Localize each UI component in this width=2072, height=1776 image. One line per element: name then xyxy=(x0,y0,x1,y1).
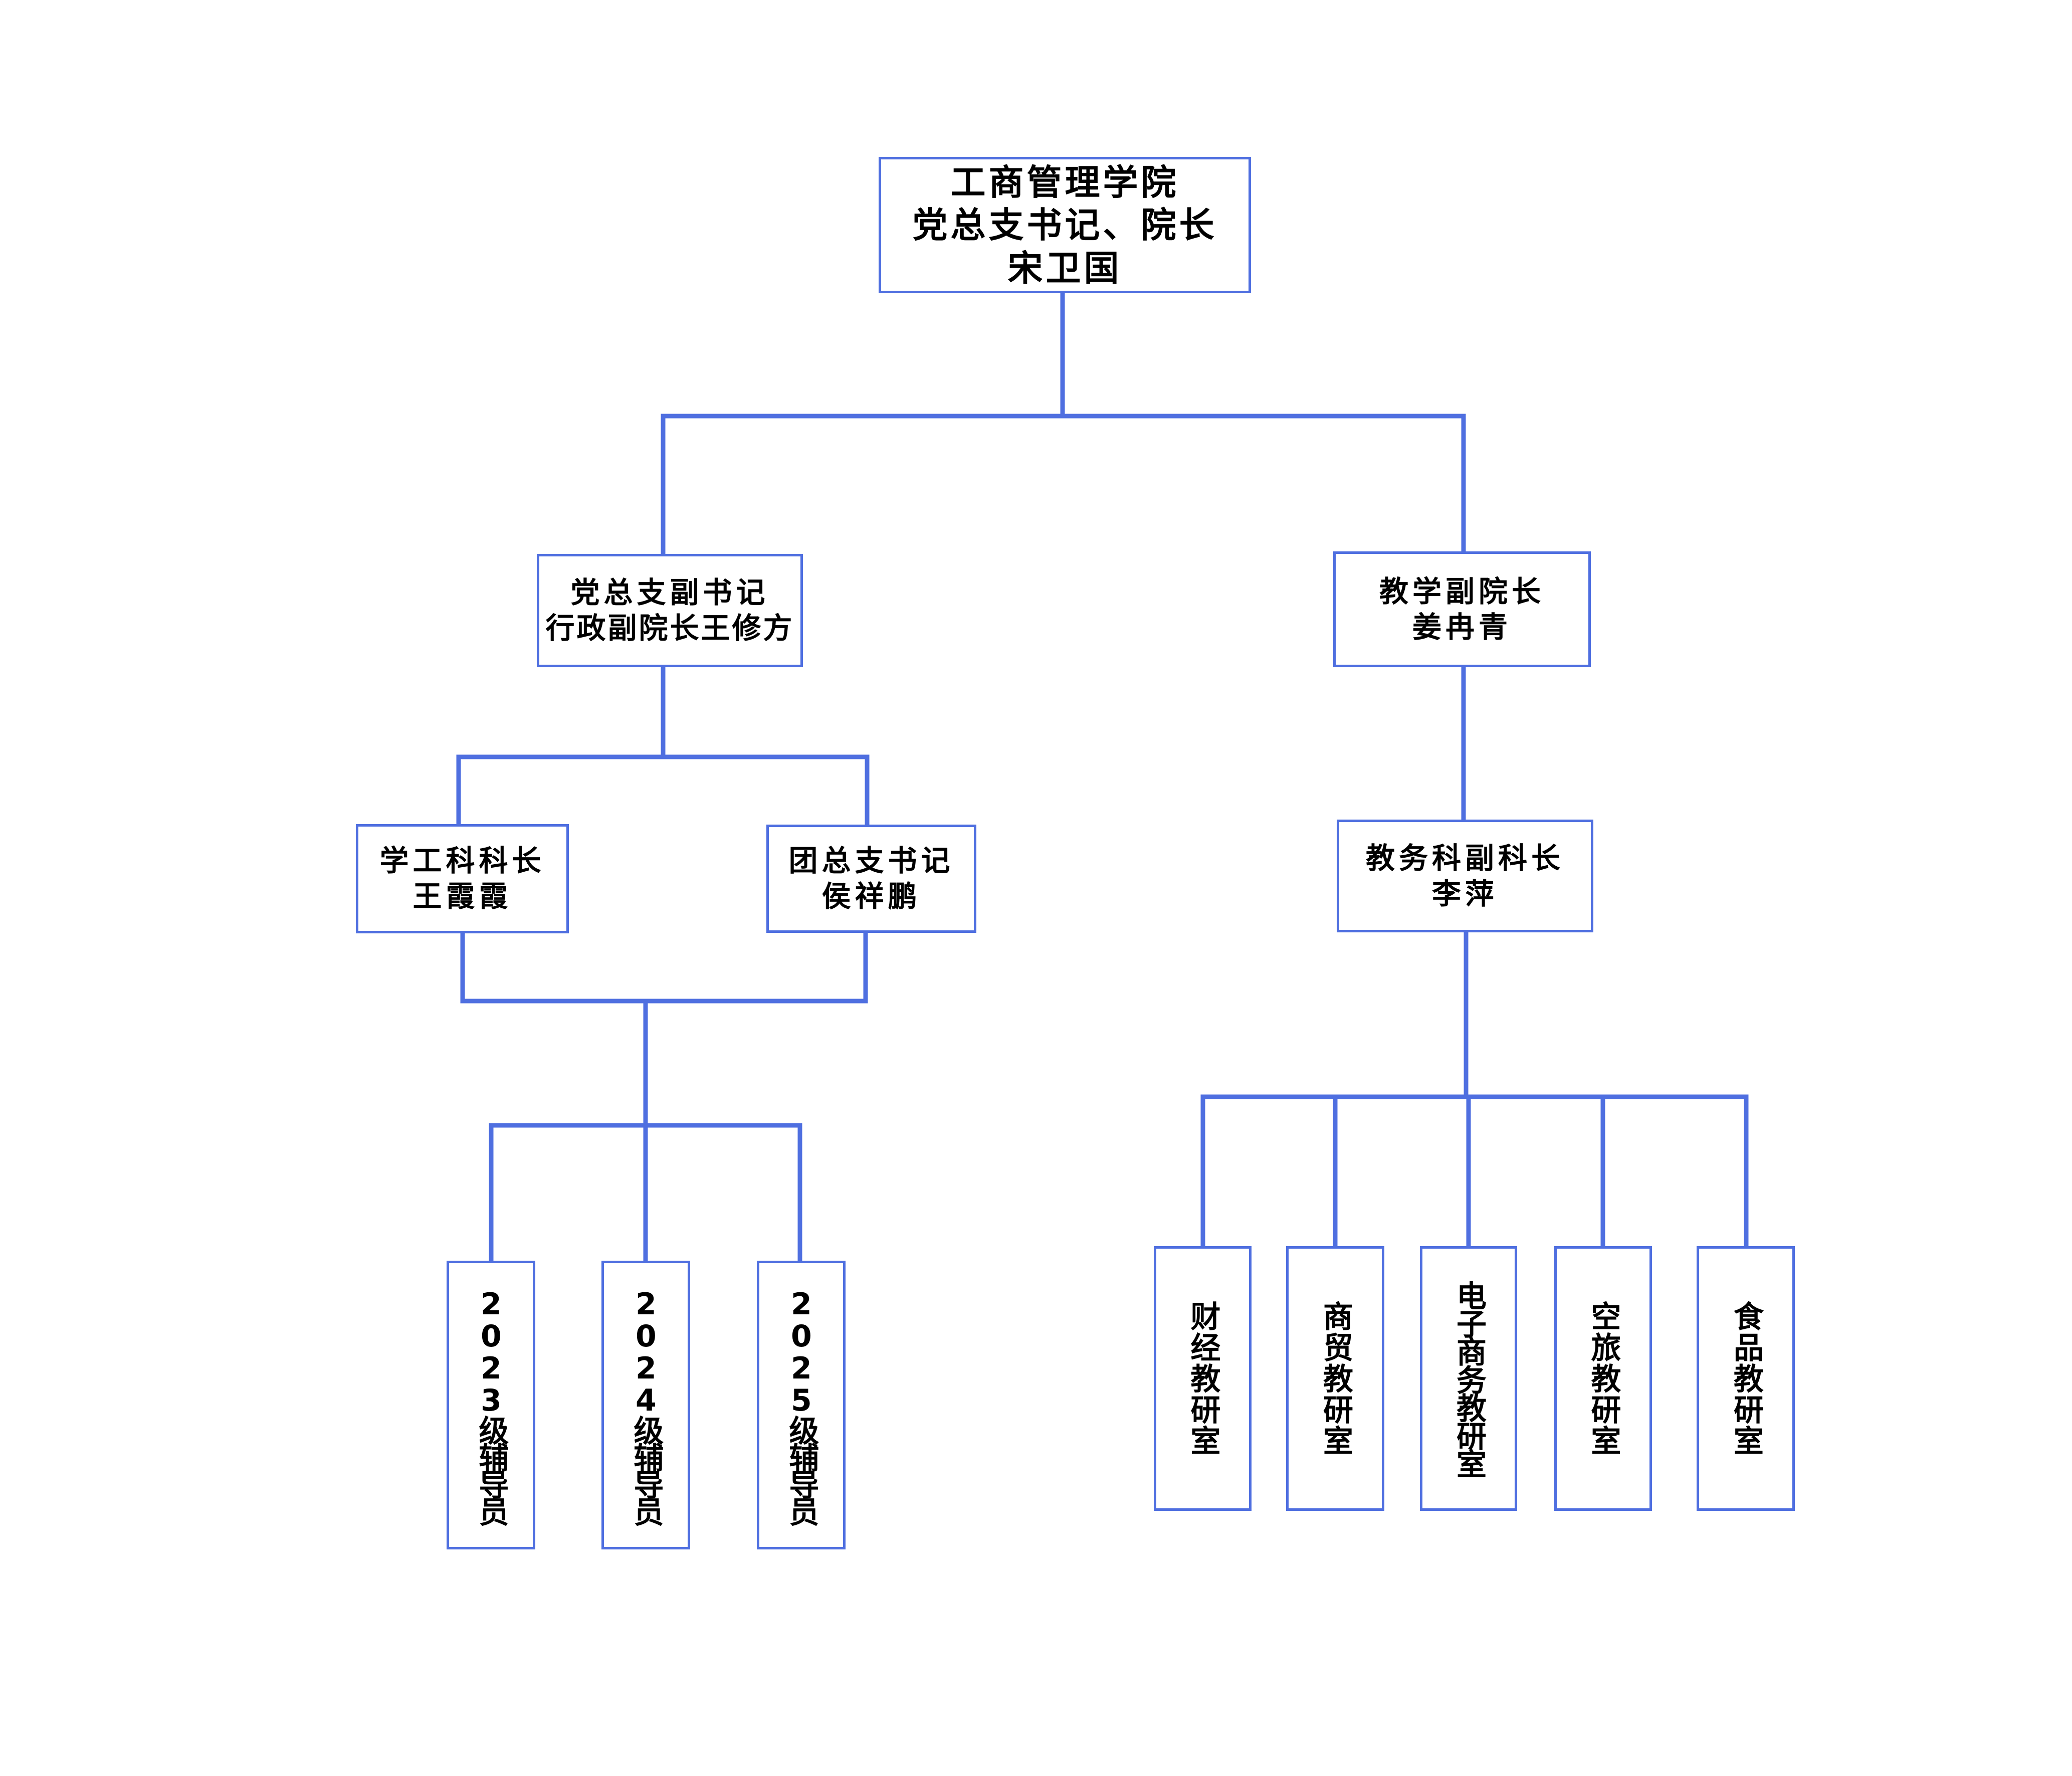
node-youth-league-title: 团总支书记 xyxy=(788,844,954,878)
node-ecommerce-office-label: 电子商务教研室 xyxy=(1451,1280,1487,1477)
node-counselor-2023: 2023级辅导员 xyxy=(447,1261,535,1549)
node-ecommerce-office: 电子商务教研室 xyxy=(1420,1246,1517,1511)
node-counselor-2024-label: 2024级辅导员 xyxy=(628,1287,664,1523)
node-student-affairs-name: 王霞霞 xyxy=(412,879,512,913)
node-aviation-tourism-office-label: 空旅教研室 xyxy=(1585,1301,1621,1456)
node-trade-office-label: 商贸教研室 xyxy=(1318,1301,1353,1456)
node-academic-affairs-name: 李萍 xyxy=(1431,876,1498,911)
node-academic-affairs-deputy: 教务科副科长 李萍 xyxy=(1337,820,1593,932)
node-student-affairs-chief: 学工科科长 王霞霞 xyxy=(356,824,569,933)
node-youth-league-secretary: 团总支书记 侯祥鹏 xyxy=(766,825,976,933)
node-deputy-secretary: 党总支副书记 行政副院长王修方 xyxy=(537,554,803,667)
node-counselor-2025-label: 2025级辅导员 xyxy=(783,1287,819,1523)
node-academic-affairs-title: 教务科副科长 xyxy=(1365,841,1564,875)
node-college-name: 工商管理学院 xyxy=(950,161,1179,203)
node-counselor-2025: 2025级辅导员 xyxy=(757,1261,846,1549)
node-teaching-vice-dean: 教学副院长 姜冉青 xyxy=(1333,551,1591,667)
node-counselor-2023-label: 2023级辅导员 xyxy=(473,1287,509,1523)
node-deputy-secretary-name: 行政副院长王修方 xyxy=(545,611,794,645)
node-trade-office: 商贸教研室 xyxy=(1286,1246,1384,1511)
node-college-dean: 工商管理学院 党总支书记、院长 宋卫国 xyxy=(879,157,1251,293)
node-counselor-2024: 2024级辅导员 xyxy=(601,1261,690,1549)
node-food-office: 食品教研室 xyxy=(1697,1246,1795,1511)
node-aviation-tourism-office: 空旅教研室 xyxy=(1554,1246,1652,1511)
node-teaching-vice-dean-title: 教学副院长 xyxy=(1379,574,1545,609)
node-food-office-label: 食品教研室 xyxy=(1728,1301,1764,1456)
node-deputy-secretary-title: 党总支副书记 xyxy=(570,575,769,610)
node-dean-name: 宋卫国 xyxy=(1007,247,1122,289)
node-finance-office: 财经教研室 xyxy=(1154,1246,1252,1511)
node-student-affairs-title: 学工科科长 xyxy=(379,844,545,878)
node-teaching-vice-dean-name: 姜冉青 xyxy=(1412,610,1512,644)
node-finance-office-label: 财经教研室 xyxy=(1185,1301,1220,1456)
node-dean-title: 党总支书记、院长 xyxy=(912,204,1217,246)
node-youth-league-name: 侯祥鹏 xyxy=(821,879,921,913)
